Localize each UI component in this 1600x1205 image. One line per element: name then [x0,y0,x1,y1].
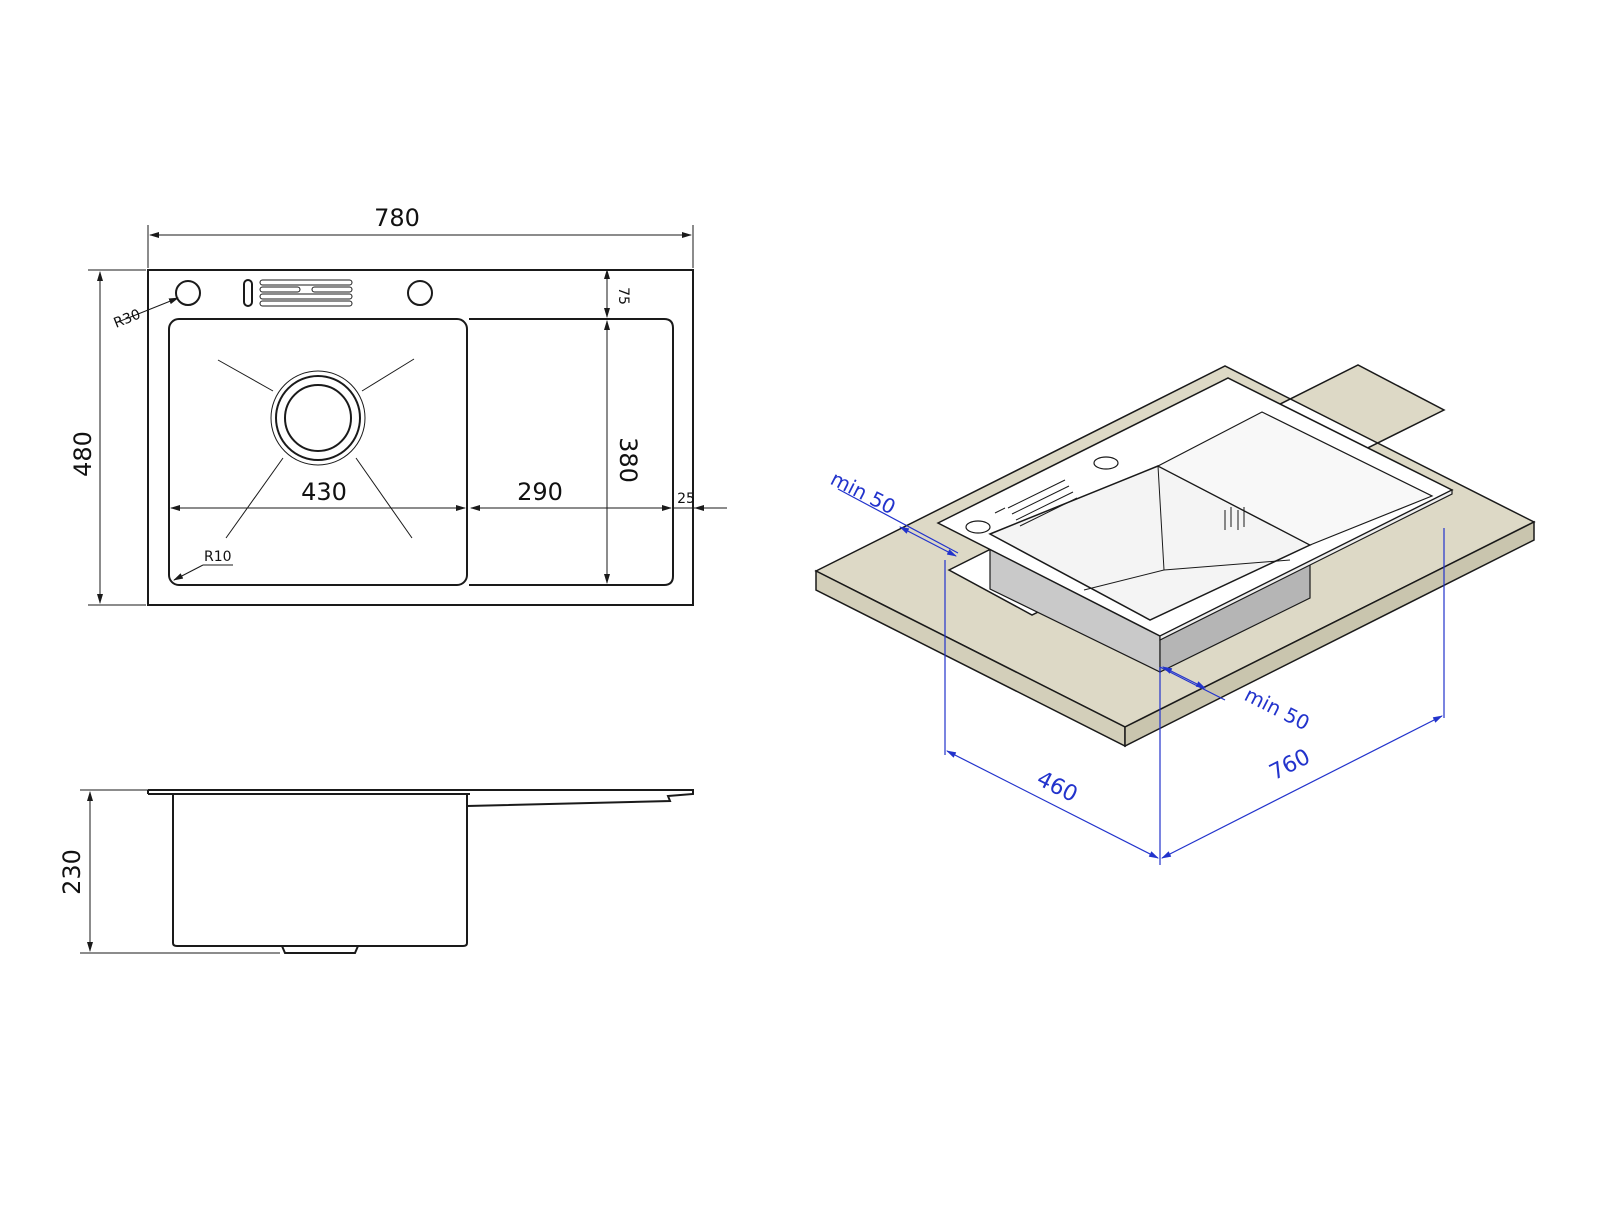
tap-hole-right [407,280,433,306]
sink-outline [147,269,694,606]
install-drainer-grooves [1224,507,1245,530]
tap-hole-left [175,280,201,306]
slope-line [225,457,284,539]
dim-overall-depth: 480 [69,431,97,477]
bowl-outline [168,318,468,586]
dim-overall-width: 780 [374,204,420,232]
dim-bowl-width: 430 [301,478,347,506]
dim-bowl-length: 380 [614,437,642,483]
dim-side-margin: 25 [677,491,695,507]
overflow-slot [243,279,253,307]
drain-ring-inner [284,384,352,452]
install-drainer [1156,411,1434,546]
install-strainer-slots [994,479,1078,527]
drain-profile [281,945,359,954]
dim-min-gap-left: min 50 [827,466,900,519]
drainer-outline [469,318,674,586]
install-sink-deck-edge [1159,489,1453,641]
dim-bowl-depth: 230 [58,849,86,895]
dim-corner-radius-outer: R30 [112,307,144,332]
slope-line [217,359,274,392]
deck-profile [148,789,694,807]
bowl-profile [172,794,468,947]
dim-cutout-depth: 460 [1033,767,1082,808]
plan-view: 780 480 75 380 430 290 25 R30 R10 [69,204,727,606]
dim-cutout-width: 760 [1266,745,1315,786]
dim-drainer-width: 290 [517,478,563,506]
install-view: 460 760 min 50 min 50 [814,364,1536,865]
install-bowl-inner [1083,465,1291,591]
side-view: 230 [58,789,694,954]
install-tap-hole-left [965,520,991,534]
drain-ring-mid [275,375,361,461]
install-tap-hole-right [1093,456,1119,470]
slope-line [361,358,415,392]
drain-ring-outer [270,370,366,466]
countertop-side [1124,520,1535,748]
dim-back-margin: 75 [615,287,631,305]
dim-corner-radius-bowl: R10 [204,549,232,565]
slope-line [355,457,413,539]
strainer-slots [259,279,353,307]
dim-min-gap-front: min 50 [1241,682,1314,735]
